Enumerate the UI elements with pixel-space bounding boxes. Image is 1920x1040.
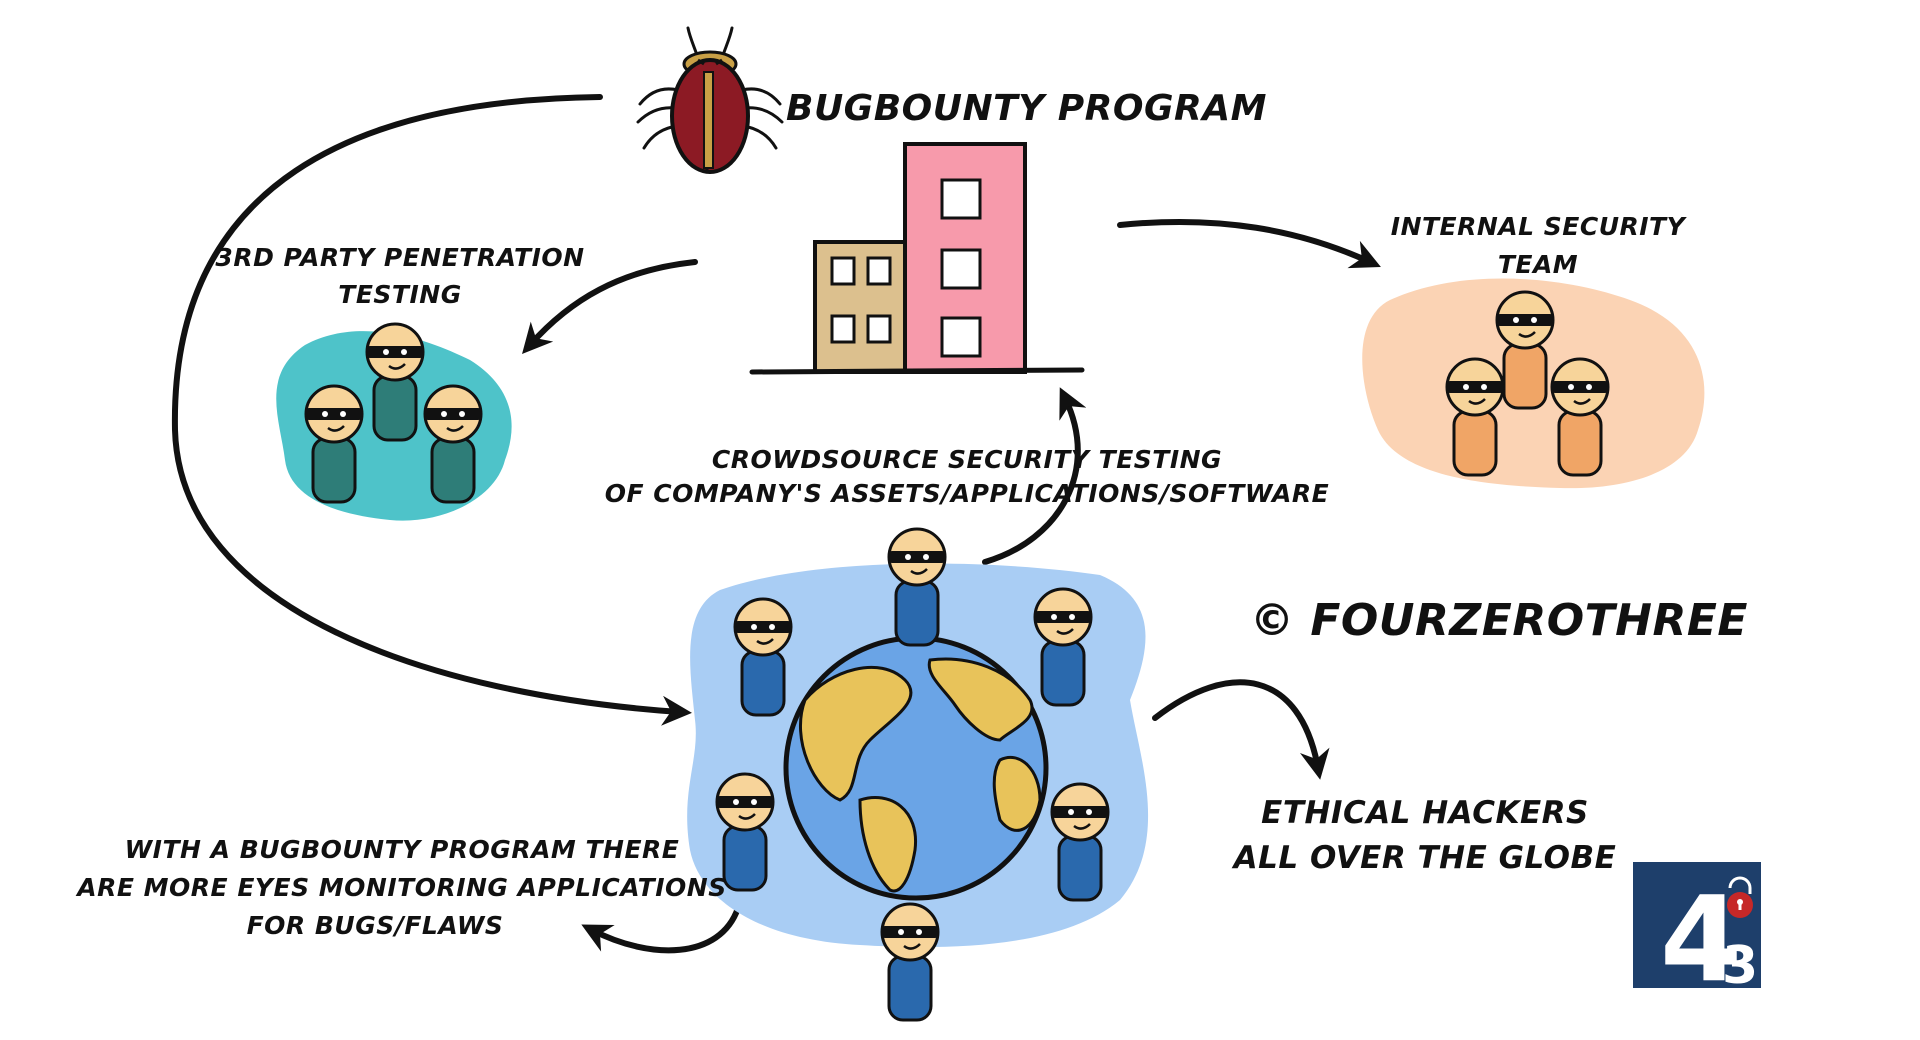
hacker-figure: [715, 772, 775, 892]
hacker-figure: [887, 527, 947, 647]
logo-digit-four: 4: [1660, 870, 1742, 1008]
hacker-figure: [733, 597, 793, 717]
arrow-globe-to-note: [581, 905, 741, 954]
arrow-globe-to-building: [982, 387, 1087, 565]
arrow-bug-to-globe: [171, 94, 692, 726]
bottom-note-line1: WITH A BUGBOUNTY PROGRAM THERE: [125, 835, 680, 864]
ethical-hackers-label-line2: ALL OVER THE GLOBE: [1231, 840, 1617, 876]
flow-arrows: [171, 94, 1381, 954]
hacker-figure: [1445, 357, 1505, 477]
bugbounty-title: BUGBOUNTY PROGRAM: [786, 88, 1267, 129]
crowdsource-label-line1: CROWDSOURCE SECURITY TESTING: [712, 445, 1222, 474]
internal-security-team: [1362, 278, 1705, 489]
hacker-figure: [1050, 782, 1110, 902]
internal-team-label-line2: TEAM: [1498, 250, 1578, 279]
bug-icon: [636, 26, 784, 174]
logo-digit-three: 3: [1722, 936, 1758, 996]
ground-line: [749, 367, 1085, 375]
hacker-figure: [1550, 357, 1610, 477]
padlock-icon: [1727, 876, 1753, 918]
hacker-figure: [880, 902, 940, 1022]
copyright-label: © FOURZEROTHREE: [1250, 595, 1748, 646]
arrow-globe-to-ethical: [1152, 679, 1330, 780]
arrow-building-to-internal: [1117, 218, 1381, 269]
bottom-note-line2: ARE MORE EYES MONITORING APPLICATIONS: [75, 873, 726, 902]
hacker-figure: [1033, 587, 1093, 707]
third-party-label-line1: 3RD PARTY PENETRATION: [215, 243, 584, 272]
ethical-hackers-label-line1: ETHICAL HACKERS: [1261, 795, 1589, 831]
third-party-team: [276, 322, 512, 521]
crowdsource-label-line2: OF COMPANY'S ASSETS/APPLICATIONS/SOFTWAR…: [605, 479, 1329, 508]
globe-icon: [783, 635, 1049, 901]
building-short: [813, 240, 909, 374]
arrow-building-to-third-party: [522, 259, 698, 354]
hacker-figure: [423, 384, 483, 504]
fourzerothree-logo: 4 3: [1633, 862, 1761, 1008]
hacker-figure: [304, 384, 364, 504]
internal-team-label-line1: INTERNAL SECURITY: [1391, 212, 1688, 241]
global-community: [687, 527, 1149, 1022]
hacker-figure: [365, 322, 425, 442]
company-buildings: [749, 142, 1085, 375]
bottom-note-line3: FOR BUGS/FLAWS: [247, 911, 504, 940]
hacker-figure: [1495, 290, 1555, 410]
third-party-label-line2: TESTING: [338, 280, 461, 309]
